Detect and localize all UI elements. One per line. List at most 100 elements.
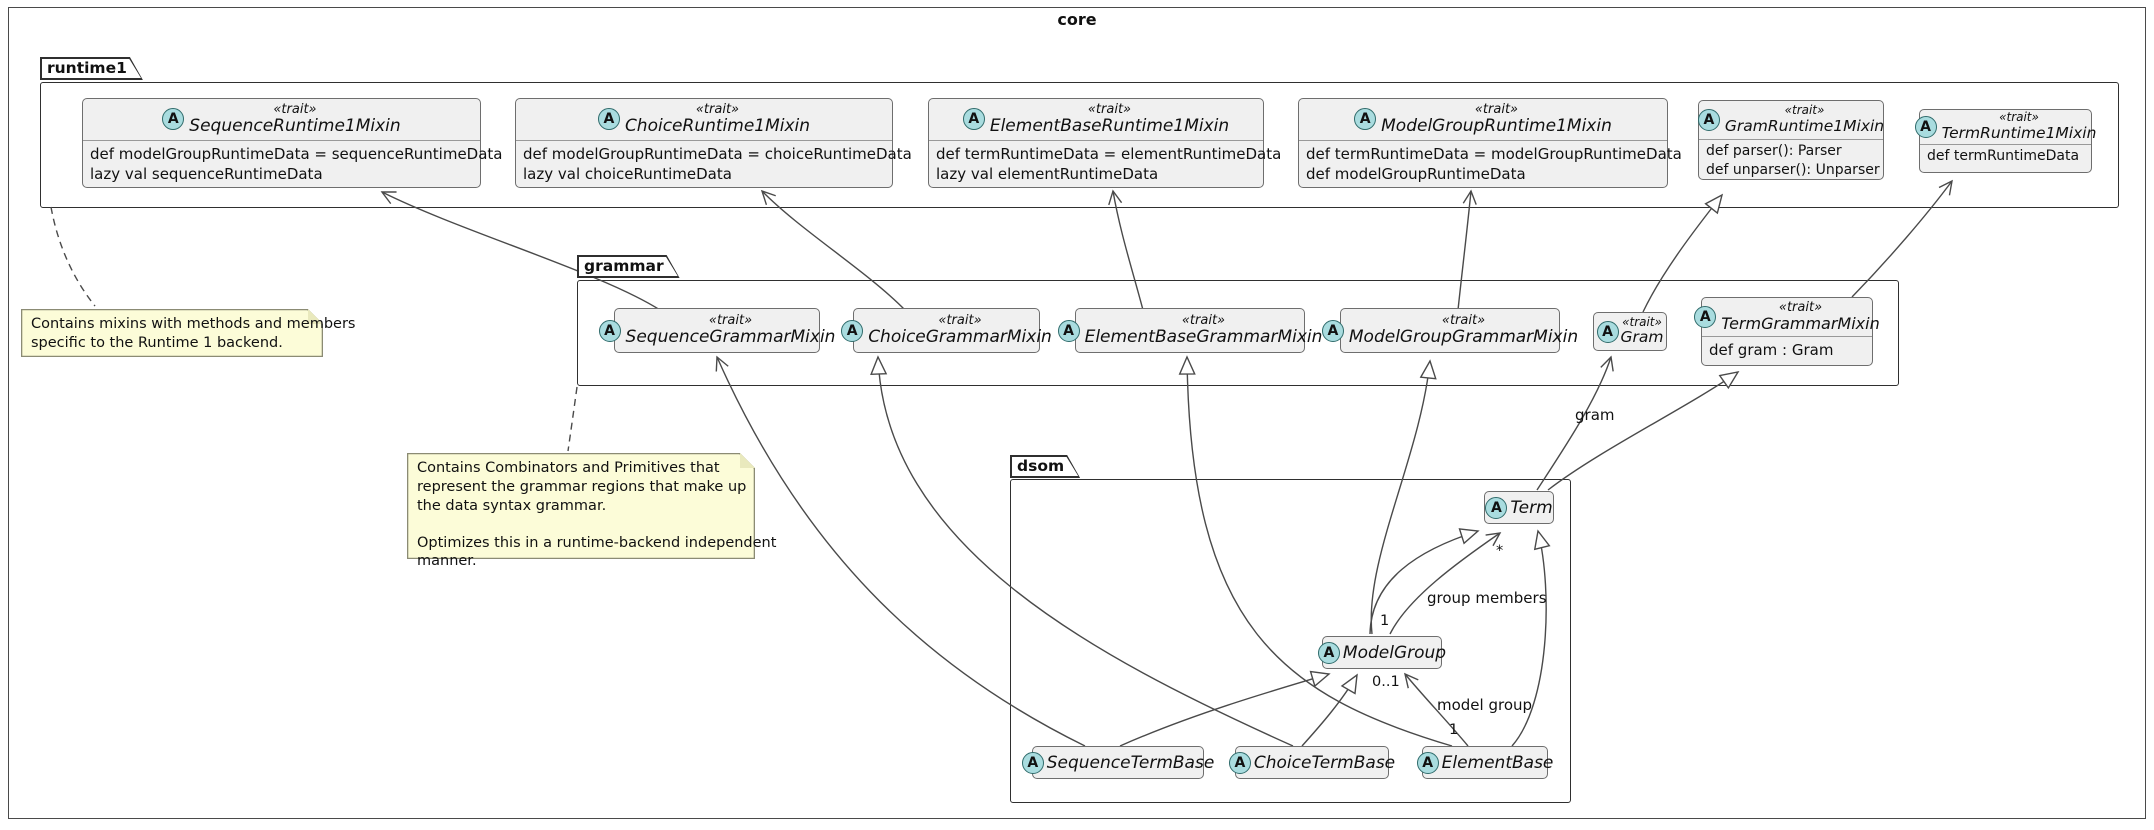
package-runtime1-name: runtime1 [47,59,127,77]
package-tab-fill [42,59,142,79]
note-line: represent the grammar regions that make … [417,478,747,495]
abstract-trait-icon: A [841,319,864,342]
class-member: def unparser(): Unparser [1706,161,1880,178]
stereotype-label: «trait» [1778,300,1823,315]
class-header: A «trait»GramRuntime1Mixin [1697,101,1885,140]
abstract-trait-icon: A [1416,751,1439,774]
class-members: def termRuntimeData = modelGroupRuntimeD… [1299,141,1682,189]
stereotype-label: «trait» [938,313,982,329]
abstract-trait-icon: A [1354,108,1377,131]
class-name: ElementBaseRuntime1Mixin [989,116,1230,137]
class-modelgroup-grammar-mixin: A «trait»ModelGroupGrammarMixin [1321,308,1578,353]
package-grammar-name: grammar [584,257,664,275]
stereotype-label: «trait» [1181,313,1226,329]
frame-core-title: core [1057,10,1097,29]
class-header: A «trait»ElementBaseRuntime1Mixin [929,99,1263,141]
class-name: ModelGroupRuntime1Mixin [1381,116,1612,137]
edge-label-model-group: model group [1437,696,1533,714]
note-line: specific to the Runtime 1 backend. [31,334,283,351]
frame-core [8,7,2146,819]
note-text: Contains mixins with methods and members… [21,309,356,359]
class-members: def termRuntimeData = elementRuntimeData… [929,141,1282,189]
note-grammar: Contains Combinators and Primitives that… [407,453,776,569]
class-members: def gram : Gram [1702,337,1872,364]
stereotype-label: «trait» [1474,102,1519,117]
class-header: A «trait»TermGrammarMixin [1694,298,1880,337]
note-line: manner. [417,553,477,570]
class-choice-runtime1-mixin: A «trait»ChoiceRuntime1Mixin def modelGr… [515,98,912,189]
class-members: def termRuntimeData [1920,145,2091,168]
package-dsom-tab: dsom [1010,455,1080,478]
class-name: TermRuntime1Mixin [1941,123,2097,142]
note-line: the data syntax grammar. [417,497,607,514]
class-header: A ElementBase [1416,747,1553,778]
class-gram: A «trait»Gram [1593,312,1667,351]
class-choice-term-base: A ChoiceTermBase [1228,746,1395,779]
note-fill [22,310,321,355]
class-name: ModelGroup [1342,642,1447,663]
class-elementbase-runtime1-mixin: A «trait»ElementBaseRuntime1Mixin def te… [928,98,1282,189]
class-member: def parser(): Parser [1706,142,1842,159]
abstract-trait-icon: A [1021,751,1044,774]
abstract-trait-icon: A [1596,320,1619,343]
class-sequence-term-base: A SequenceTermBase [1021,746,1214,779]
class-sequence-grammar-mixin: A «trait»SequenceGrammarMixin [598,308,835,353]
note-runtime1: Contains mixins with methods and members… [21,309,356,359]
abstract-trait-icon: A [597,108,620,131]
note-fill [408,454,753,557]
class-member: def termRuntimeData = elementRuntimeData [936,144,1282,163]
class-elementbase-grammar-mixin: A «trait»ElementBaseGrammarMixin [1057,308,1322,353]
multiplicity-star-group-members: * [1496,543,1504,559]
class-choice-grammar-mixin: A «trait»ChoiceGrammarMixin [841,308,1052,353]
class-name: ChoiceTermBase [1253,752,1396,773]
class-header: A «trait»ChoiceRuntime1Mixin [516,99,892,141]
class-term-runtime1-mixin: A «trait»TermRuntime1Mixin def termRunti… [1914,109,2096,173]
package-dsom-name: dsom [1017,457,1065,475]
stereotype-label: «trait» [1622,314,1662,329]
edge-label-group-members: group members [1427,589,1547,607]
class-name: ChoiceGrammarMixin [868,327,1052,348]
abstract-trait-icon: A [162,108,185,131]
stereotype-label: «trait» [1999,110,2039,124]
class-header: A «trait»ModelGroupRuntime1Mixin [1299,99,1667,141]
note-line [417,516,745,534]
class-members: def parser(): Parser def unparser(): Unp… [1699,140,1883,182]
stereotype-label: «trait» [1441,313,1486,329]
abstract-trait-icon: A [598,319,621,342]
note-text: Contains Combinators and Primitives that… [407,453,776,577]
class-members: def modelGroupRuntimeData = choiceRuntim… [516,141,912,189]
package-runtime1-body [40,82,2119,208]
class-member: def gram : Gram [1709,340,1834,359]
class-name: SequenceRuntime1Mixin [189,116,401,137]
class-header: A «trait»ChoiceGrammarMixin [841,309,1052,352]
class-member: def modelGroupRuntimeData [1306,165,1526,184]
class-sequence-runtime1-mixin: A «trait»SequenceRuntime1Mixin def model… [82,98,503,188]
class-name: ModelGroupGrammarMixin [1348,327,1579,348]
class-member: lazy val sequenceRuntimeData [90,165,323,184]
class-name: Gram [1620,328,1664,347]
abstract-trait-icon: A [1694,305,1717,328]
note-line: Contains Combinators and Primitives that [417,460,720,476]
class-header: A «trait»Gram [1594,313,1666,350]
abstract-trait-icon: A [1914,115,1937,138]
class-name: ElementBaseGrammarMixin [1084,327,1323,348]
stereotype-label: «trait» [273,102,317,117]
class-name: GramRuntime1Mixin [1724,116,1885,135]
abstract-trait-icon: A [1057,319,1080,342]
multiplicity-one-group-members: 1 [1380,613,1390,629]
class-gram-runtime1-mixin: A «trait»GramRuntime1Mixin def parser():… [1697,100,1885,182]
class-modelgroup: A ModelGroup [1317,636,1446,669]
class-name: SequenceTermBase [1046,752,1215,773]
edge-label-gram: gram [1575,406,1615,424]
package-runtime1-tab: runtime1 [40,57,143,80]
class-member: def modelGroupRuntimeData = choiceRuntim… [523,144,912,163]
class-member: def modelGroupRuntimeData = sequenceRunt… [90,144,503,163]
class-member: def termRuntimeData [1927,147,2080,164]
note-line: Contains mixins with methods and members [31,316,356,332]
class-name: Term [1510,497,1553,518]
class-header: A Term [1485,492,1553,523]
stereotype-label: «trait» [695,102,740,117]
abstract-trait-icon: A [1485,496,1508,519]
class-term-grammar-mixin: A «trait»TermGrammarMixin def gram : Gra… [1694,297,1880,366]
class-member: lazy val elementRuntimeData [936,165,1159,184]
